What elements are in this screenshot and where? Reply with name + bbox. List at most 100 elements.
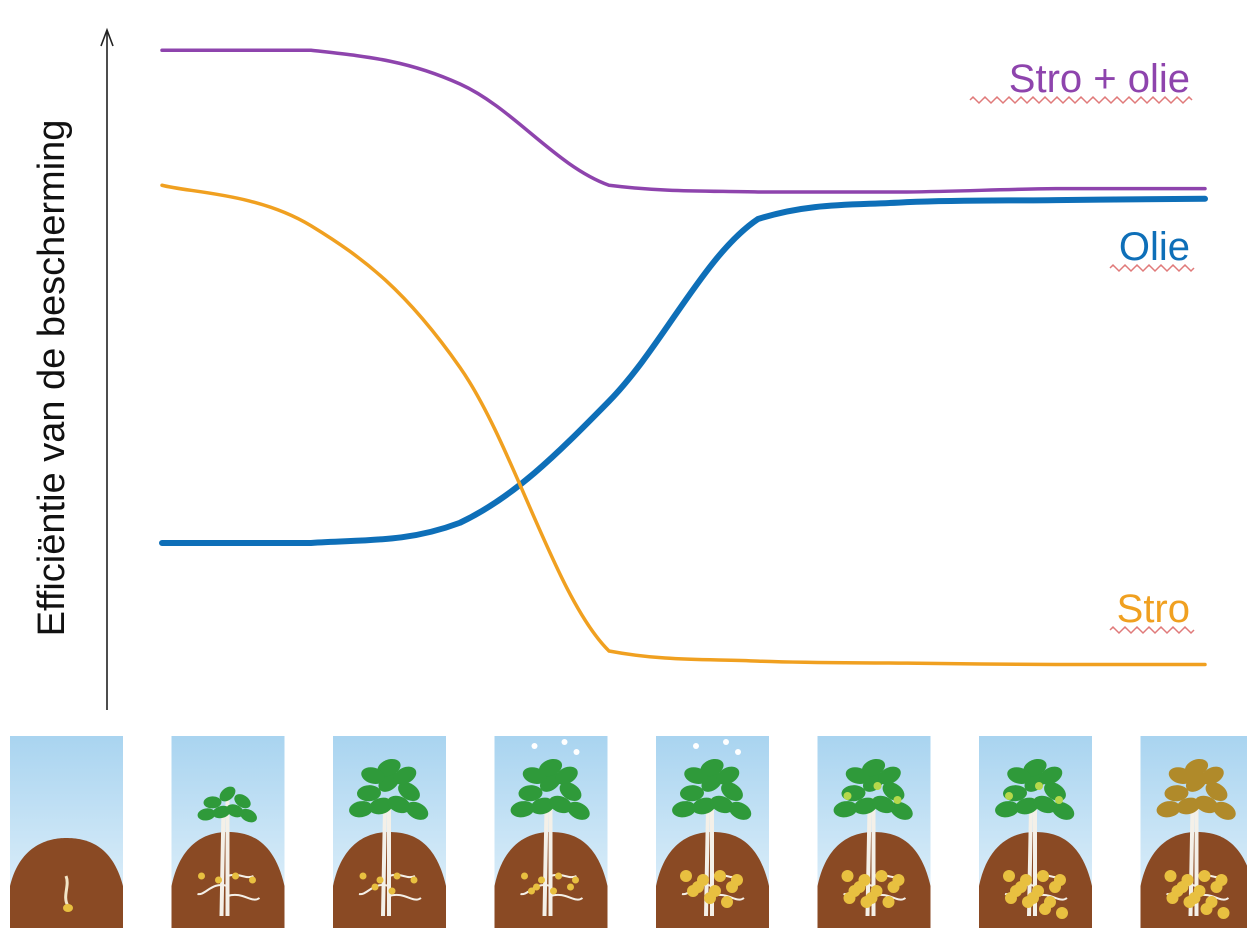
- growth-stage-8: [1140, 736, 1247, 928]
- tuber: [882, 896, 895, 908]
- leaf: [853, 797, 878, 815]
- tuber: [1022, 896, 1034, 908]
- flower: [531, 743, 538, 749]
- tuber: [550, 887, 557, 895]
- series-layer: [159, 48, 1208, 667]
- tuber: [1003, 870, 1015, 882]
- leaf: [833, 801, 858, 818]
- berry: [1035, 782, 1043, 790]
- leaf: [995, 801, 1019, 818]
- tuber: [232, 872, 239, 880]
- leaf: [861, 758, 886, 777]
- tuber: [726, 881, 738, 893]
- leaf: [871, 795, 896, 814]
- berry: [893, 796, 902, 804]
- tuber: [1183, 896, 1196, 908]
- leaf: [219, 786, 236, 802]
- leaf: [197, 808, 216, 821]
- tuber: [555, 872, 562, 880]
- leaf: [522, 767, 547, 784]
- leaf: [672, 801, 696, 818]
- tuber: [843, 892, 856, 904]
- leaf: [1039, 766, 1063, 785]
- leaf: [1205, 782, 1228, 802]
- spellcheck-underline: [1109, 263, 1195, 273]
- leaf: [567, 801, 590, 820]
- tuber: [1210, 881, 1223, 893]
- flower: [561, 739, 568, 745]
- tuber: [249, 876, 256, 884]
- tuber: [198, 872, 205, 880]
- y-axis-label: Efficiëntie van de bescherming: [31, 120, 73, 637]
- berry: [1055, 796, 1063, 804]
- flower: [735, 749, 741, 755]
- leaf: [548, 795, 573, 814]
- leaf: [845, 767, 870, 784]
- leaf: [1213, 801, 1236, 820]
- series-label-stro: Stro: [1117, 587, 1190, 631]
- tuber: [410, 876, 418, 884]
- tuber: [393, 872, 401, 880]
- leaf: [212, 805, 231, 819]
- leaf: [240, 808, 257, 823]
- growth-stage-6: [817, 736, 931, 928]
- leaf: [878, 766, 901, 785]
- growth-stage-5: [656, 736, 769, 928]
- leaf: [398, 782, 420, 802]
- y-axis: [100, 27, 114, 710]
- growth-stages: [10, 736, 1247, 928]
- leaf: [728, 801, 752, 820]
- stem: [381, 798, 391, 917]
- series-line-olie: [159, 195, 1208, 547]
- leaf: [1176, 797, 1201, 815]
- leaf: [1184, 758, 1209, 777]
- berry: [873, 782, 882, 790]
- leaf: [684, 767, 708, 784]
- flower: [693, 743, 699, 749]
- leaf: [405, 801, 429, 820]
- tuber: [376, 876, 384, 884]
- tuber: [1049, 881, 1061, 893]
- tuber: [371, 883, 379, 891]
- leaf: [721, 782, 743, 802]
- leaf: [555, 766, 578, 785]
- tuber: [1056, 907, 1068, 919]
- flower: [573, 749, 580, 755]
- tuber: [572, 876, 579, 884]
- tuber: [1164, 870, 1177, 882]
- leaf: [1194, 795, 1219, 814]
- tuber: [1217, 907, 1230, 919]
- tuber: [1039, 903, 1051, 915]
- spellcheck-underline: [1109, 625, 1195, 635]
- leaf: [530, 797, 555, 815]
- tuber: [714, 870, 726, 882]
- leaf: [538, 758, 563, 777]
- leaf: [1051, 801, 1075, 820]
- leaf: [1023, 758, 1047, 777]
- stem: [542, 798, 553, 917]
- tuber: [359, 872, 367, 880]
- tuber: [721, 896, 733, 908]
- leaf: [716, 766, 740, 785]
- soil-mound: [1140, 832, 1247, 928]
- tuber: [1198, 870, 1211, 882]
- leaf: [1156, 801, 1181, 818]
- series-label-olie: Olie: [1119, 225, 1190, 269]
- tuber: [875, 870, 888, 882]
- tuber: [887, 881, 900, 893]
- leaf: [692, 797, 716, 815]
- leaf: [559, 782, 582, 802]
- growth-stage-4: [494, 736, 608, 928]
- leaf: [203, 796, 222, 809]
- leaf: [710, 795, 734, 814]
- growth-stage-7: [979, 736, 1092, 928]
- series-line-stro-olie: [160, 48, 1207, 194]
- tuber: [704, 892, 716, 904]
- leaf: [377, 758, 401, 777]
- leaf: [226, 804, 244, 818]
- spellcheck-underline: [969, 95, 1193, 105]
- leaf: [1015, 797, 1039, 815]
- growth-stage-3: [333, 736, 446, 928]
- leaf: [234, 794, 251, 809]
